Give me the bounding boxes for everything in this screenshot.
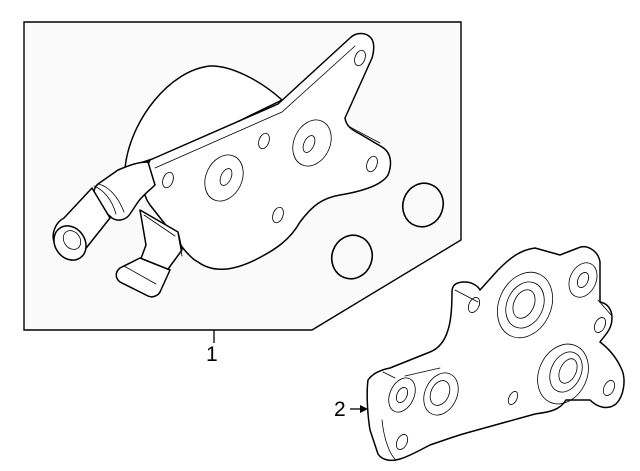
callout-label-1: 1 <box>206 343 218 366</box>
callout-2-arrowhead <box>360 405 368 413</box>
part-1-oil-cooler <box>52 32 392 298</box>
o-ring-upper <box>401 182 445 228</box>
callout-label-2: 2 <box>334 398 346 421</box>
part-2-adapter-housing <box>366 246 625 462</box>
o-ring-lower <box>330 234 374 280</box>
